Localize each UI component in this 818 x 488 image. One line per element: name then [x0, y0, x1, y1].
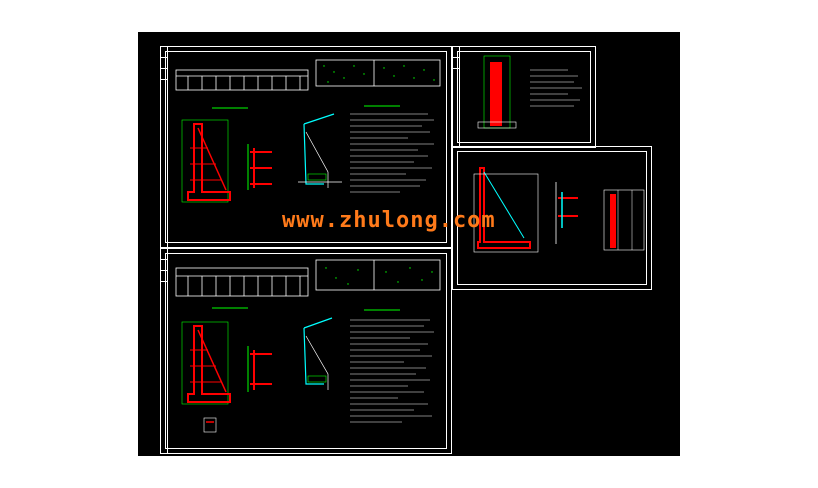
- watermark: www.zhulong.com: [282, 208, 496, 233]
- sheet-4-table: [603, 189, 645, 251]
- sheet-1-cyan-section: [298, 113, 342, 188]
- sheet-1-detail: [247, 144, 272, 190]
- sheet-2-inner-frame: [165, 253, 447, 449]
- sheet-1-plan: [315, 59, 441, 87]
- drawing-content: [175, 55, 645, 433]
- sheet-3-title-block: [453, 47, 460, 147]
- sheet-1-elevation: [175, 69, 309, 91]
- sheet-2-detail: [247, 346, 272, 392]
- sheet-1-inner-frame: [165, 51, 447, 243]
- sheet-3-notes: [530, 69, 582, 107]
- drawing-sheet-4: [452, 146, 652, 290]
- sheet-2-notes: [350, 319, 434, 423]
- sheet-4-detail: [555, 182, 578, 244]
- drawing-sheet-3: [452, 46, 596, 148]
- sheet-1-wall-section: [181, 119, 231, 203]
- sheet-2-elevation: [175, 267, 309, 297]
- sheet-4-wall-section: [473, 167, 539, 253]
- sheet-3-inner-frame: [457, 51, 591, 143]
- sheet-2-plan: [315, 259, 441, 291]
- drawing-sheet-2: [160, 248, 452, 454]
- drawing-sheet-1: [160, 46, 452, 248]
- sheet-2-title-block: [161, 249, 168, 453]
- sheet-2-cyan-section: [303, 317, 333, 390]
- sheet-3-column-detail: [477, 55, 517, 129]
- sheet-2-wall-section: [181, 321, 231, 405]
- sheet-4-inner-frame: [457, 151, 647, 285]
- sheet-2-small-detail: [203, 417, 217, 433]
- sheet-1-notes: [350, 113, 434, 193]
- cad-canvas[interactable]: www.zhulong.com: [138, 32, 680, 456]
- sheet-1-title-block: [161, 47, 168, 247]
